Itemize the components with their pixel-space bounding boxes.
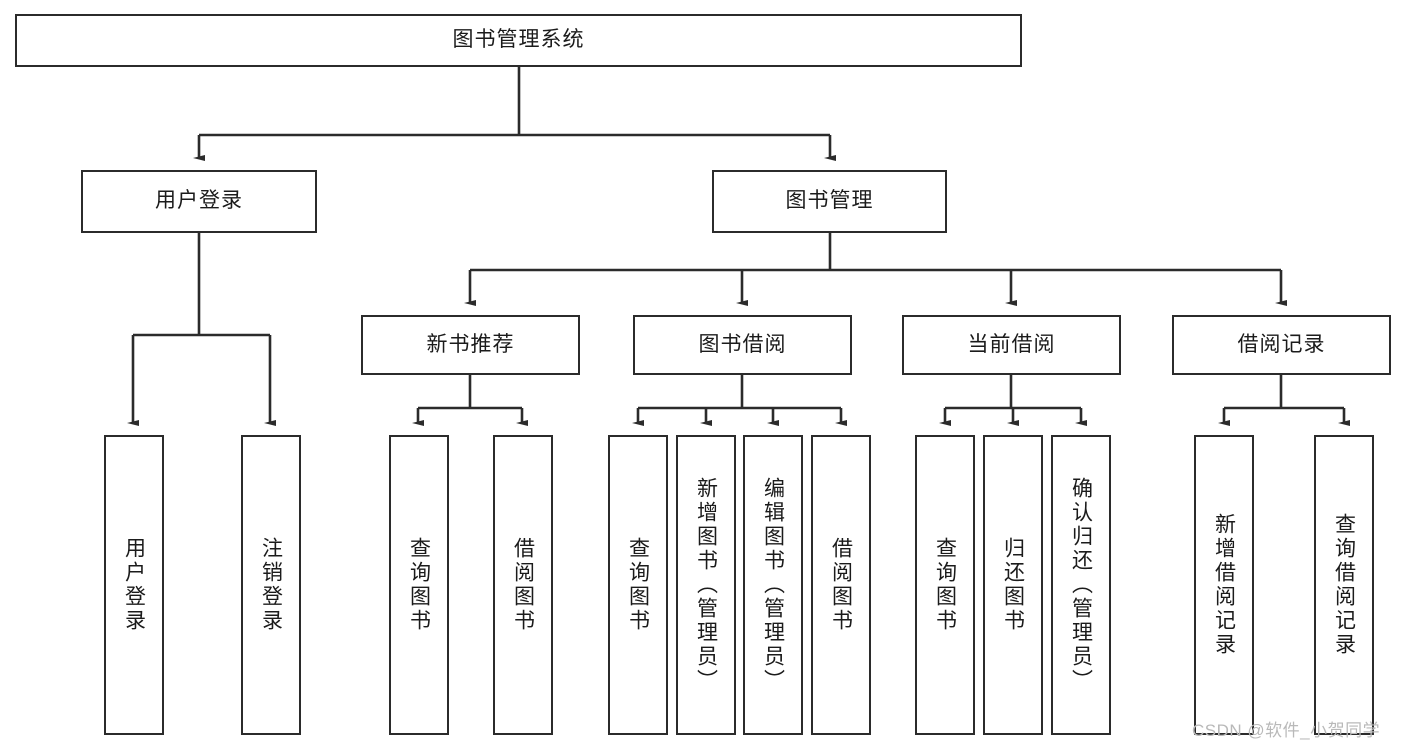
node-leaf-return-book[interactable]: 归还图书 <box>983 435 1043 735</box>
node-leaf-query-book-1-label: 查询图书 <box>407 537 431 633</box>
node-leaf-borrow-book-1[interactable]: 借阅图书 <box>493 435 553 735</box>
node-leaf-borrow-book-2-label: 借阅图书 <box>829 537 853 633</box>
node-leaf-add-book-label: 新增图书（管理员） <box>694 477 718 693</box>
node-current-borrow[interactable]: 当前借阅 <box>902 315 1121 375</box>
node-user-login[interactable]: 用户登录 <box>81 170 317 233</box>
node-leaf-logout-label: 注销登录 <box>259 537 283 633</box>
node-leaf-borrow-book-1-label: 借阅图书 <box>511 537 535 633</box>
node-borrow-record-label: 借阅记录 <box>1237 332 1326 356</box>
node-new-book-recommend[interactable]: 新书推荐 <box>361 315 580 375</box>
node-leaf-add-record-label: 新增借阅记录 <box>1212 513 1236 657</box>
node-book-borrow[interactable]: 图书借阅 <box>633 315 852 375</box>
node-root-label: 图书管理系统 <box>452 28 585 52</box>
node-leaf-query-book-2-label: 查询图书 <box>626 537 650 633</box>
node-leaf-edit-book-label: 编辑图书（管理员） <box>761 477 785 693</box>
node-leaf-query-record[interactable]: 查询借阅记录 <box>1314 435 1374 735</box>
node-borrow-record[interactable]: 借阅记录 <box>1172 315 1391 375</box>
node-leaf-logout[interactable]: 注销登录 <box>241 435 301 735</box>
node-leaf-borrow-book-2[interactable]: 借阅图书 <box>811 435 871 735</box>
node-leaf-query-book-3[interactable]: 查询图书 <box>915 435 975 735</box>
node-root[interactable]: 图书管理系统 <box>15 14 1022 67</box>
node-leaf-query-record-label: 查询借阅记录 <box>1332 513 1356 657</box>
node-leaf-return-book-label: 归还图书 <box>1001 537 1025 633</box>
node-book-manage-label: 图书管理 <box>785 189 874 213</box>
node-leaf-edit-book[interactable]: 编辑图书（管理员） <box>743 435 803 735</box>
node-current-borrow-label: 当前借阅 <box>967 332 1056 356</box>
node-leaf-add-book[interactable]: 新增图书（管理员） <box>676 435 736 735</box>
node-user-login-label: 用户登录 <box>155 189 243 213</box>
node-leaf-confirm-return[interactable]: 确认归还（管理员） <box>1051 435 1111 735</box>
node-book-manage[interactable]: 图书管理 <box>712 170 947 233</box>
node-book-borrow-label: 图书借阅 <box>698 332 787 356</box>
node-leaf-query-book-2[interactable]: 查询图书 <box>608 435 668 735</box>
node-leaf-user-login[interactable]: 用户登录 <box>104 435 164 735</box>
node-new-book-recommend-label: 新书推荐 <box>426 332 515 356</box>
node-leaf-user-login-label: 用户登录 <box>122 537 146 633</box>
node-leaf-confirm-return-label: 确认归还（管理员） <box>1069 477 1093 693</box>
node-leaf-query-book-3-label: 查询图书 <box>933 537 957 633</box>
node-leaf-add-record[interactable]: 新增借阅记录 <box>1194 435 1254 735</box>
node-leaf-query-book-1[interactable]: 查询图书 <box>389 435 449 735</box>
